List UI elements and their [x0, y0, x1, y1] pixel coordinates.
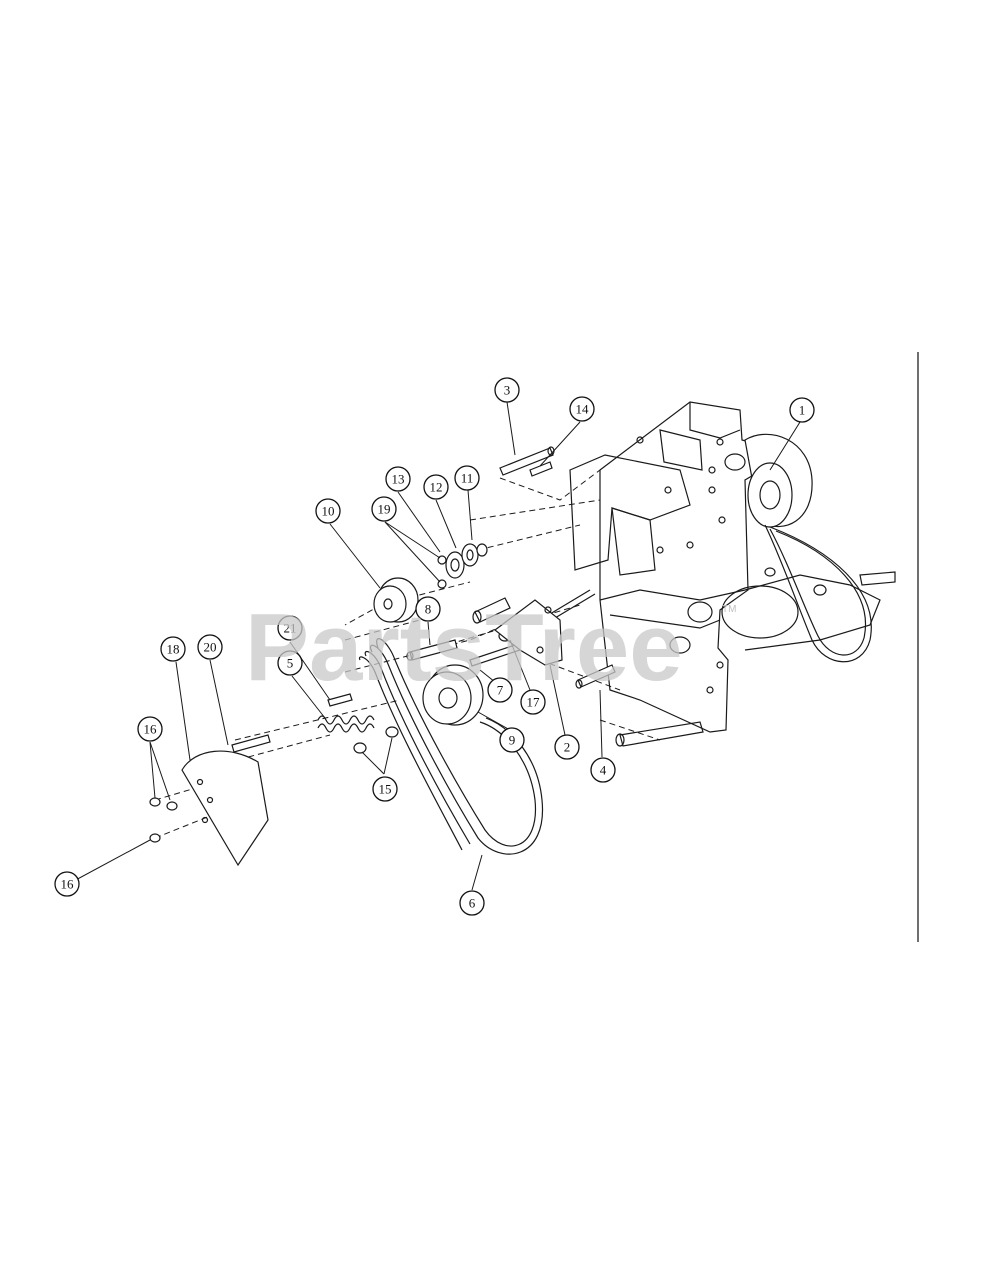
svg-text:21: 21 [284, 621, 297, 636]
svg-text:14: 14 [576, 402, 590, 417]
callout-17: 17 [520, 689, 546, 715]
callout-16b: 16 [54, 871, 80, 897]
idler-bracket-2 [494, 599, 563, 666]
callout-12: 12 [423, 474, 449, 500]
idler-pulley-10 [373, 577, 419, 623]
callout-20: 20 [197, 634, 223, 660]
pulley-9 [422, 664, 484, 726]
callout-13: 13 [385, 466, 411, 492]
spring-5 [317, 715, 375, 733]
callout-1: 1 [789, 397, 815, 423]
callout-9: 9 [499, 727, 525, 753]
svg-text:13: 13 [392, 472, 405, 487]
callout-5: 5 [277, 650, 303, 676]
callout-6: 6 [459, 890, 485, 916]
engine-pulley [724, 433, 813, 528]
svg-text:12: 12 [430, 480, 443, 495]
drive-belt-right [764, 524, 872, 663]
svg-text:1: 1 [799, 403, 806, 418]
belt-6 [358, 638, 544, 855]
svg-text:11: 11 [461, 471, 474, 486]
svg-text:9: 9 [509, 733, 516, 748]
svg-text:10: 10 [322, 504, 335, 519]
nuts-15 [353, 726, 399, 754]
shaft-8 [406, 639, 458, 661]
svg-text:16: 16 [144, 722, 158, 737]
callout-15: 15 [372, 776, 398, 802]
callout-14: 14 [569, 396, 595, 422]
pin-4 [575, 664, 616, 689]
svg-text:18: 18 [167, 642, 180, 657]
callout-11: 11 [454, 465, 480, 491]
svg-text:16: 16 [61, 877, 75, 892]
svg-text:19: 19 [378, 502, 391, 517]
callout-8: 8 [415, 596, 441, 622]
bolt-21 [327, 693, 353, 707]
bolt-20 [231, 734, 271, 753]
callout-3: 3 [494, 377, 520, 403]
callout-18: 18 [160, 636, 186, 662]
callout-10: 10 [315, 498, 341, 524]
svg-text:17: 17 [527, 695, 541, 710]
svg-text:15: 15 [379, 782, 392, 797]
svg-text:6: 6 [469, 896, 476, 911]
svg-text:8: 8 [425, 602, 432, 617]
bolt-14 [529, 461, 553, 477]
svg-text:20: 20 [204, 640, 217, 655]
leader-lines [71, 401, 801, 891]
watermark-tm: TM [722, 604, 736, 615]
svg-text:4: 4 [600, 763, 607, 778]
callout-16a: 16 [137, 716, 163, 742]
callout-2: 2 [554, 734, 580, 760]
callouts: 1 2 3 4 5 6 7 8 9 10 11 12 13 14 15 16 1… [54, 377, 815, 916]
callout-7: 7 [487, 677, 513, 703]
svg-text:5: 5 [287, 656, 294, 671]
svg-text:3: 3 [504, 383, 511, 398]
callout-19: 19 [371, 496, 397, 522]
callout-21: 21 [277, 615, 303, 641]
belt-guard-18 [181, 750, 269, 867]
callout-4: 4 [590, 757, 616, 783]
bearing-stack [437, 543, 488, 589]
watermark: PartsTree [245, 594, 683, 701]
svg-text:7: 7 [497, 683, 504, 698]
nuts-16 [149, 797, 178, 843]
svg-text:2: 2 [564, 740, 571, 755]
frame-housing [569, 401, 896, 747]
